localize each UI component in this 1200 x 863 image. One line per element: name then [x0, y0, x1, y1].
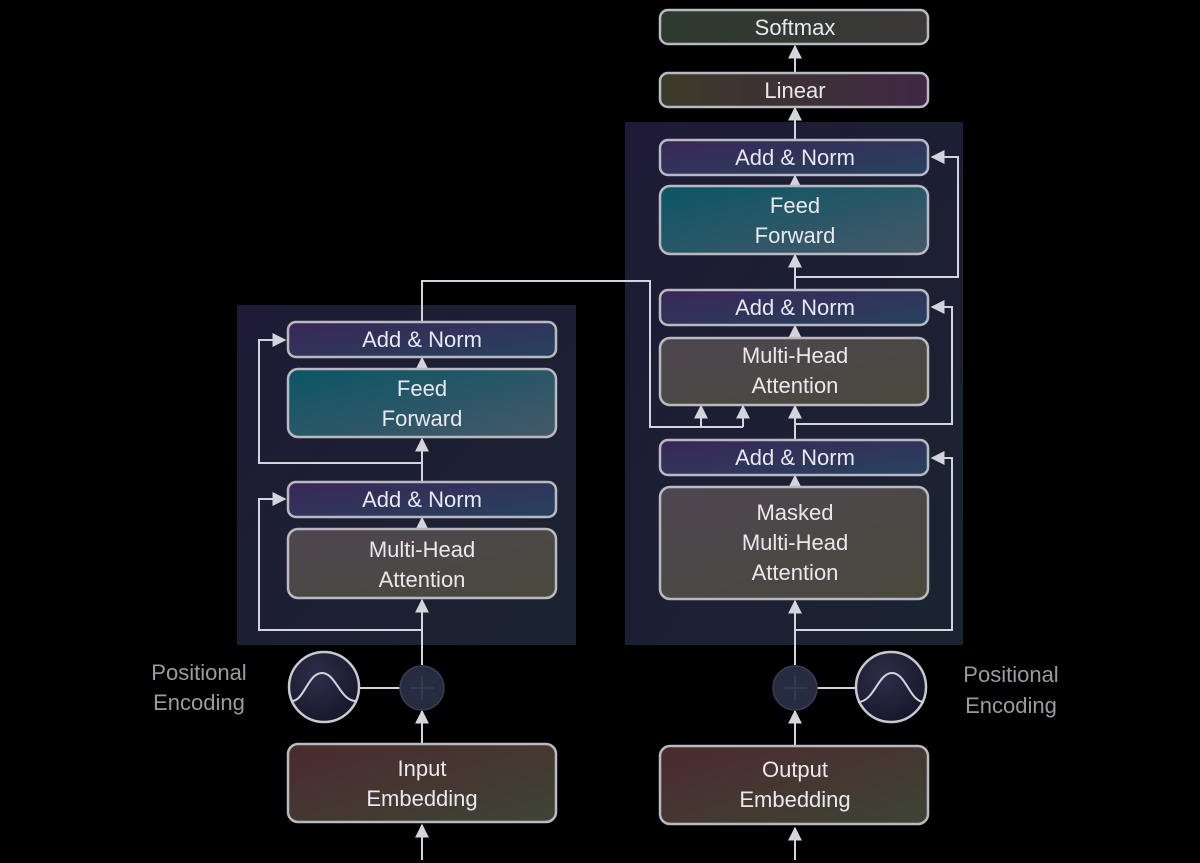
encoder-input-embedding-label-2: Embedding — [366, 786, 477, 811]
decoder-sine-curve — [857, 671, 925, 703]
decoder-masked-attention-label-1: Masked — [756, 500, 833, 525]
decoder-residual-3 — [795, 150, 959, 278]
decoder-feed-forward-box — [658, 184, 930, 256]
encoder-positional-encoding-label-1: Positional — [151, 660, 246, 685]
decoder-masked-attention-label-2: Multi-Head — [742, 530, 848, 555]
encoder-add-norm-2-label: Add & Norm — [362, 327, 482, 352]
decoder-add-norm-3-label: Add & Norm — [735, 145, 855, 170]
encoder-input-embedding-box — [286, 742, 558, 824]
encoder-add-norm-1-box — [286, 480, 558, 519]
decoder-add-norm-3-box — [658, 138, 930, 177]
encoder-output-to-decoder — [421, 280, 708, 428]
decoder-sine-wave-icon — [854, 650, 928, 724]
linear-label: Linear — [764, 78, 825, 103]
decoder-output-embedding-label-2: Embedding — [739, 787, 850, 812]
decoder-feed-forward-label-2: Forward — [755, 223, 836, 248]
decoder-feed-forward-label-1: Feed — [770, 193, 820, 218]
encoder-sine-curve — [291, 671, 357, 702]
decoder-cross-attention-label-2: Attention — [752, 373, 839, 398]
encoder-feed-forward-label-2: Forward — [382, 406, 463, 431]
softmax-box — [658, 8, 930, 46]
decoder-add-norm-2-label: Add & Norm — [735, 295, 855, 320]
encoder-attention-label-1: Multi-Head — [369, 537, 475, 562]
decoder-residual-2 — [795, 300, 953, 425]
encoder-residual-1 — [258, 492, 422, 631]
encoder-add-norm-1-label: Add & Norm — [362, 487, 482, 512]
encoder-residual-2 — [258, 333, 422, 464]
encoder-attention-label-2: Attention — [379, 567, 466, 592]
decoder-cross-attention-box — [658, 336, 930, 407]
decoder-cross-attention-label-1: Multi-Head — [742, 343, 848, 368]
encoder-positional-encoding-label-2: Encoding — [153, 690, 245, 715]
decoder-output-embedding-label-1: Output — [762, 757, 828, 782]
decoder-add-norm-1-box — [658, 438, 930, 477]
decoder-residual-1 — [795, 451, 953, 631]
encoder-attention-box — [286, 527, 558, 600]
encoder-feed-forward-box — [286, 367, 558, 439]
decoder-masked-attention-label-3: Attention — [752, 560, 839, 585]
decoder-add-norm-2-box — [658, 288, 930, 327]
linear-box — [658, 71, 930, 109]
encoder-feed-forward-label-1: Feed — [397, 376, 447, 401]
softmax-label: Softmax — [755, 15, 836, 40]
encoder-add-norm-2-box — [286, 320, 558, 359]
decoder-positional-encoding-label-2: Encoding — [965, 693, 1057, 718]
decoder-positional-encoding-label-1: Positional — [963, 662, 1058, 687]
encoder-sine-wave-icon — [287, 650, 361, 724]
decoder-output-embedding-box — [658, 744, 930, 826]
decoder-masked-attention-box — [658, 485, 930, 601]
decoder-add-norm-1-label: Add & Norm — [735, 445, 855, 470]
encoder-input-embedding-label-1: Input — [398, 756, 447, 781]
